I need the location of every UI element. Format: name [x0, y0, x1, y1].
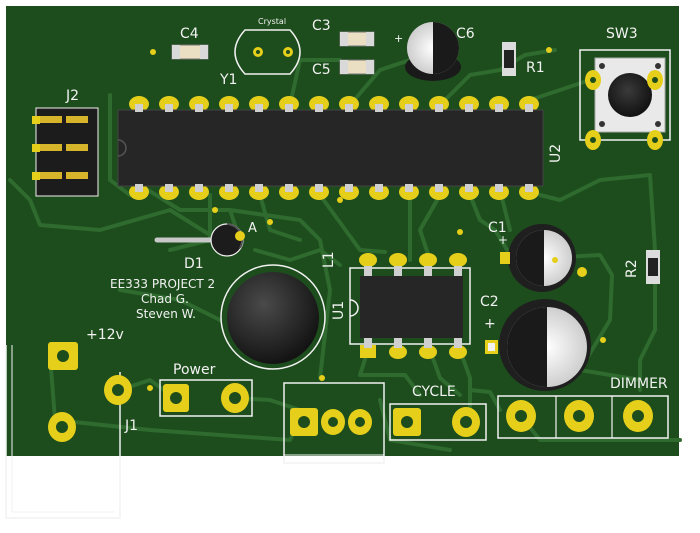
- u1-label: U1: [331, 301, 347, 320]
- c6-plus-label: +: [394, 32, 403, 45]
- switch-sw3: [579, 49, 671, 150]
- diode-d1: [154, 223, 245, 257]
- c1-plus-label: +: [498, 233, 508, 247]
- sw3-label: SW3: [606, 26, 638, 42]
- c4-label: C4: [180, 26, 199, 42]
- capacitor-c3: [339, 31, 375, 47]
- header-dimmer: [497, 395, 669, 439]
- j2-label: J2: [65, 88, 79, 104]
- resistor-r2: [646, 250, 660, 284]
- vias: [147, 197, 558, 391]
- c1-label: C1: [488, 220, 507, 236]
- l1-label: L1: [321, 251, 337, 268]
- header-cycle: [389, 403, 487, 441]
- inductor-l1: [220, 264, 326, 381]
- terminal-block: [283, 382, 385, 464]
- header-power: [159, 379, 253, 417]
- dimmer-label: DIMMER: [610, 376, 668, 392]
- capacitor-c2: [485, 299, 606, 391]
- title-line-1: EE333 PROJECT 2: [110, 277, 215, 291]
- capacitor-c4: [150, 44, 209, 60]
- capacitor-c6: [405, 22, 461, 81]
- c2-label: C2: [480, 294, 499, 310]
- connector-j1: [5, 342, 132, 519]
- capacitor-c1: [500, 224, 587, 292]
- capacitor-c5: [339, 59, 375, 75]
- y1-label: Y1: [219, 72, 237, 88]
- crystal-y1: [234, 29, 301, 75]
- title-line-2: Chad G.: [141, 292, 189, 306]
- c3-label: C3: [312, 18, 331, 34]
- crystal-label: Crystal: [258, 17, 286, 26]
- ic-u2: [117, 96, 544, 200]
- r2-label: R2: [624, 259, 640, 278]
- cycle-label: CYCLE: [412, 384, 456, 400]
- header-j2: [32, 107, 99, 197]
- board-title: EE333 PROJECT 2 Chad G. Steven W.: [110, 277, 215, 321]
- r1-label: R1: [526, 60, 545, 76]
- anode-label: A: [248, 221, 257, 236]
- power-label: Power: [173, 362, 216, 378]
- title-line-3: Steven W.: [136, 307, 196, 321]
- c5-label: C5: [312, 62, 331, 78]
- plus12v-label: +12v: [86, 327, 124, 343]
- u2-label: U2: [548, 144, 564, 163]
- j1-label: J1: [124, 418, 138, 434]
- c6-label: C6: [456, 26, 475, 42]
- resistor-r1: [502, 42, 552, 76]
- d1-label: D1: [184, 256, 204, 272]
- c2-plus-label: +: [484, 316, 496, 332]
- ic-u1: [349, 253, 471, 359]
